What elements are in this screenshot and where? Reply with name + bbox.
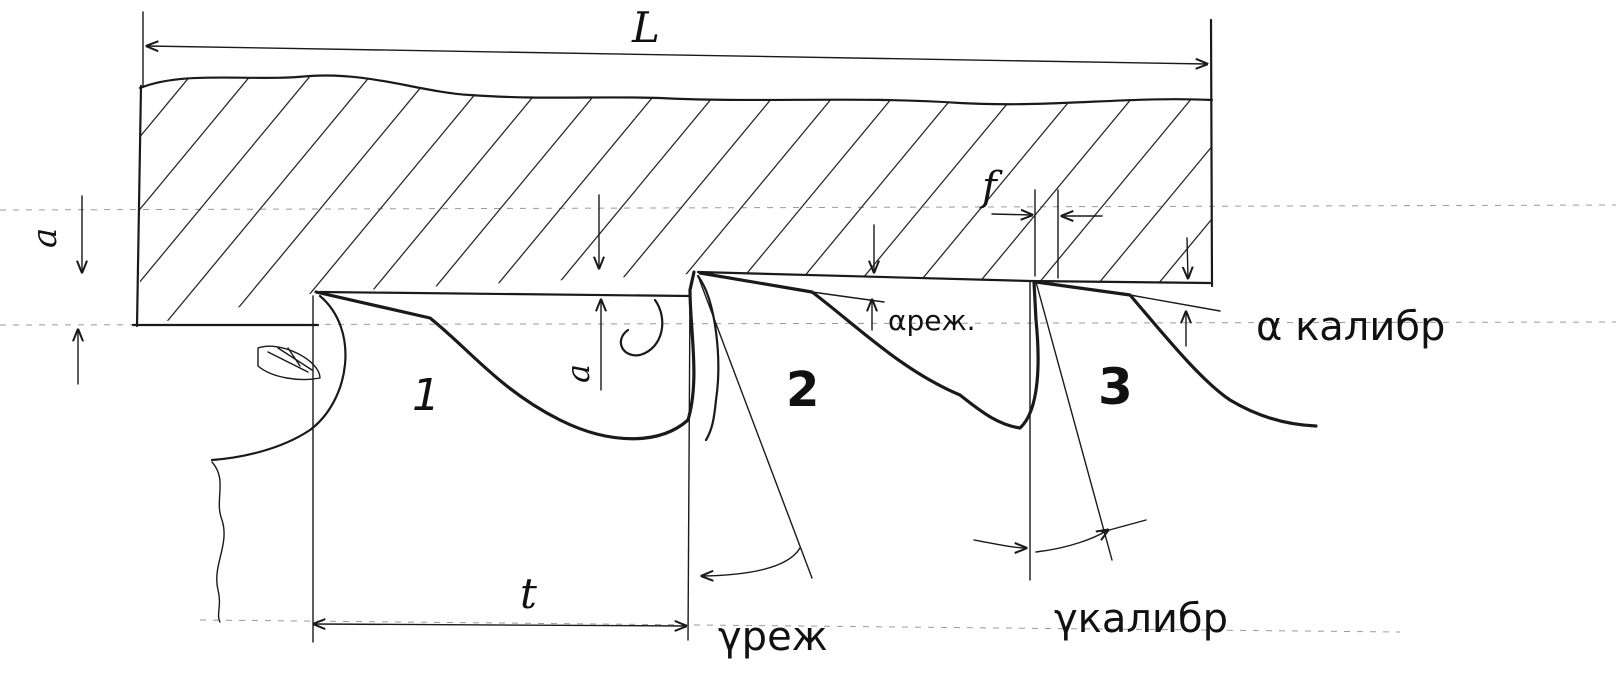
tooth-3-number: 3 (1098, 358, 1133, 416)
dimension-a-left-label: a (25, 228, 65, 248)
dimension-a-left: a (25, 195, 82, 385)
chip-curl (619, 298, 664, 357)
workpiece-hatching (140, 75, 1212, 327)
rake-angle-calib: γкалибр (973, 281, 1228, 642)
rake-angle-cut-label: γреж (718, 614, 828, 660)
tooth-2-profile (698, 271, 1040, 430)
rake-angle-cut: γреж (702, 547, 828, 660)
tooth-2-number: 2 (786, 362, 819, 418)
workpiece-top-edge (138, 74, 1214, 106)
tooth-2-rake-line (697, 275, 813, 579)
dimension-f-label: f (979, 164, 1003, 210)
relief-angle-cut: αреж. (811, 224, 976, 337)
break-line (211, 461, 225, 623)
tooth-1-profile (314, 270, 696, 441)
dimension-t-label: t (520, 569, 537, 618)
tooth-3-rake-line (1035, 281, 1113, 561)
dimension-L: L (142, 3, 1207, 87)
tooth-1: 1 (210, 270, 696, 462)
relief-angle-calib-label: α калибр (1256, 304, 1445, 350)
dimension-a-middle-label: a (559, 364, 597, 383)
tooth-2: 2 (696, 271, 1040, 579)
tooth-3-profile (1034, 280, 1318, 428)
workpiece-bottom-edge (131, 270, 1212, 327)
relief-angle-cut-label: αреж. (888, 304, 976, 337)
tooth-1-back (210, 294, 347, 462)
dimension-L-label: L (631, 3, 660, 52)
workpiece-left-edge (135, 84, 143, 328)
dimension-a-middle: a (559, 194, 601, 391)
dimension-t: t (312, 291, 691, 643)
tooth-3: 3 (1034, 280, 1318, 561)
rake-angle-calib-label: γкалибр (1054, 596, 1228, 642)
workpiece (131, 18, 1214, 328)
workpiece-right-edge (1209, 18, 1214, 288)
relief-angle-calib: α калибр (1129, 237, 1445, 350)
tooth-2-rake-face (696, 274, 720, 442)
tooth-1-number: 1 (412, 370, 440, 421)
tooth-1-chip (257, 345, 321, 381)
